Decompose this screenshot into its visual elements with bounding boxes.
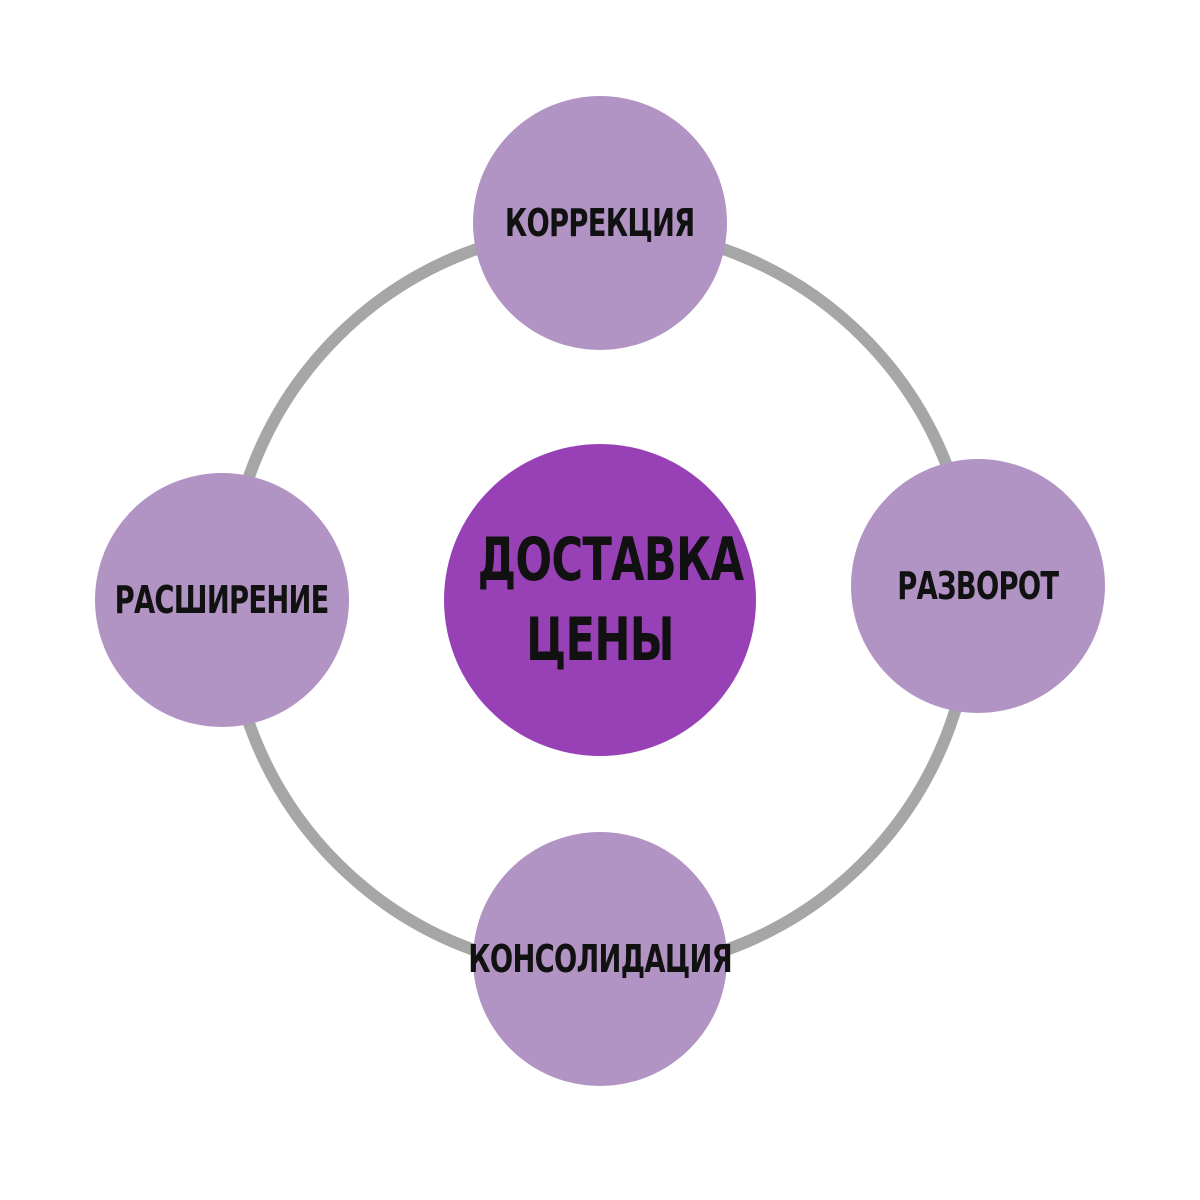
node-reversal: РАЗВОРОТ (851, 459, 1105, 713)
node-label-consolidation: КОНСОЛИДАЦИЯ (468, 937, 732, 981)
center-label-line2: ЦЕНЫ (526, 605, 674, 675)
node-expansion: РАСШИРЕНИЕ (95, 473, 349, 727)
node-label-expansion: РАСШИРЕНИЕ (114, 578, 330, 622)
node-correction: КОРРЕКЦИЯ (473, 96, 727, 350)
center-label: ДОСТАВКА ЦЕНЫ (477, 520, 744, 680)
center-node: ДОСТАВКА ЦЕНЫ (444, 444, 756, 756)
center-label-line1: ДОСТАВКА (477, 525, 744, 595)
node-label-correction: КОРРЕКЦИЯ (505, 201, 695, 245)
node-consolidation: КОНСОЛИДАЦИЯ (468, 832, 733, 1086)
node-label-reversal: РАЗВОРОТ (897, 564, 1059, 608)
